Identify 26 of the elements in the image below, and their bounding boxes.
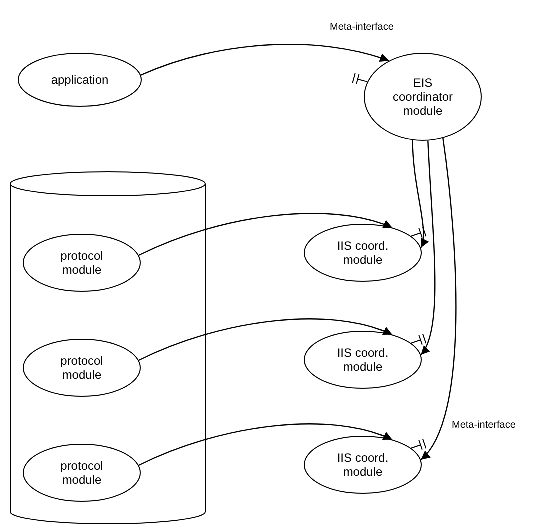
interface-label: Meta-interface (452, 420, 516, 431)
ellipse-node (364, 53, 482, 141)
ellipse-node (18, 53, 142, 107)
arrow (140, 44, 390, 76)
ellipse-node (23, 234, 141, 292)
arrow (138, 318, 393, 362)
ellipse-node (304, 331, 422, 389)
interface-label: Meta-interface (330, 22, 394, 33)
arrow (138, 213, 393, 256)
ellipse-node (23, 444, 141, 502)
node-label: protocol module (60, 459, 104, 487)
node-label: IIS coord. module (336, 451, 390, 479)
node-label: application (51, 73, 109, 87)
node-label: EIS coordinator module (392, 76, 454, 118)
ellipse-node (304, 224, 422, 282)
node-label: IIS coord. module (336, 346, 390, 374)
node-label: IIS coord. module (336, 239, 390, 267)
ellipse-node (23, 339, 141, 397)
arrow (412, 140, 428, 248)
node-label: protocol module (60, 354, 104, 382)
ellipse-node (304, 436, 422, 494)
arrow (138, 424, 393, 466)
cylinder-container (10, 172, 206, 524)
arrow (420, 140, 436, 356)
node-label: protocol module (60, 249, 104, 277)
arrow (420, 138, 457, 460)
